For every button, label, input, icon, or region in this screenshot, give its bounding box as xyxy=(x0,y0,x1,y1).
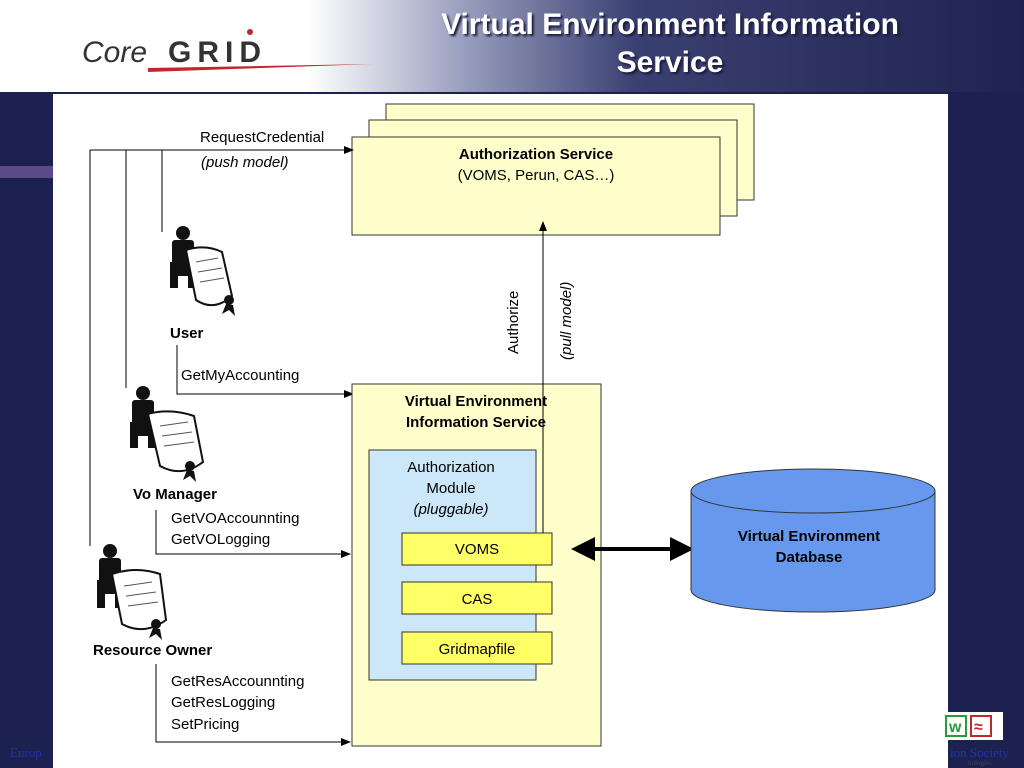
database-cylinder xyxy=(690,468,936,613)
user-label: User xyxy=(170,325,204,342)
logo-text-right: GRID xyxy=(168,36,267,69)
footer-left-text: Europ xyxy=(10,745,42,760)
band-stripe xyxy=(0,166,60,178)
db-label-line1: Virtual Environment xyxy=(738,528,880,545)
voms-plugin-box xyxy=(401,532,553,566)
get-my-accounting-label: GetMyAccounting xyxy=(181,367,299,384)
gridmapfile-plugin-box xyxy=(401,631,553,665)
logo-swoosh xyxy=(148,64,373,72)
push-model-label: (push model) xyxy=(201,154,289,171)
footer-right-subtext: nologies xyxy=(968,759,992,767)
pull-model-label: (pull model) xyxy=(558,282,575,360)
veis-title-line2: Information Service xyxy=(406,414,546,431)
owner-requests-arrow xyxy=(155,664,351,746)
svg-text:≈: ≈ xyxy=(974,719,983,736)
auth-service-title: Authorization Service xyxy=(459,146,613,163)
get-my-accounting-arrow xyxy=(176,345,354,398)
auth-service-box xyxy=(351,136,721,236)
user-icon xyxy=(170,226,235,316)
get-res-logging-label: GetResLogging xyxy=(171,694,275,711)
auth-service-subtitle: (VOMS, Perun, CAS…) xyxy=(458,167,615,184)
db-label-line2: Database xyxy=(776,549,843,566)
logo-text-left: Core xyxy=(82,36,147,69)
cas-plugin-box xyxy=(401,581,553,615)
vo-requests-arrow xyxy=(155,510,351,558)
resource-owner-label: Resource Owner xyxy=(93,642,212,659)
ist-logo: w ≈ xyxy=(943,712,1003,740)
auth-module-line1: Authorization xyxy=(407,459,495,476)
footer-right: ion Society nologies xyxy=(950,745,1009,767)
cas-plugin-label: CAS xyxy=(462,591,493,608)
vo-manager-label: Vo Manager xyxy=(133,486,217,503)
get-vo-logging-label: GetVOLogging xyxy=(171,531,270,548)
get-res-accounting-label: GetResAccounnting xyxy=(171,673,304,690)
resource-owner-icon xyxy=(97,544,168,640)
auth-module-line3: (pluggable) xyxy=(413,501,488,518)
slide-title-line1: Virtual Environment Information xyxy=(441,8,899,41)
voms-plugin-label: VOMS xyxy=(455,541,499,558)
coregrid-logo: Core GRID xyxy=(82,29,373,72)
vo-manager-icon xyxy=(130,386,205,482)
request-credential-label: RequestCredential xyxy=(200,129,324,146)
set-pricing-label: SetPricing xyxy=(171,716,239,733)
logo-dot xyxy=(247,29,253,35)
auth-module-line2: Module xyxy=(426,480,475,497)
veis-title-line1: Virtual Environment xyxy=(405,393,547,410)
slide-title-line2: Service xyxy=(616,46,724,79)
slide-title: Virtual Environment Information Service xyxy=(380,6,960,82)
gridmapfile-plugin-label: Gridmapfile xyxy=(439,641,516,658)
authorize-label: Authorize xyxy=(505,291,522,354)
footer-right-text: ion Society xyxy=(950,745,1009,760)
get-vo-accounting-label: GetVOAccounnting xyxy=(171,510,299,527)
svg-text:w: w xyxy=(948,719,962,736)
